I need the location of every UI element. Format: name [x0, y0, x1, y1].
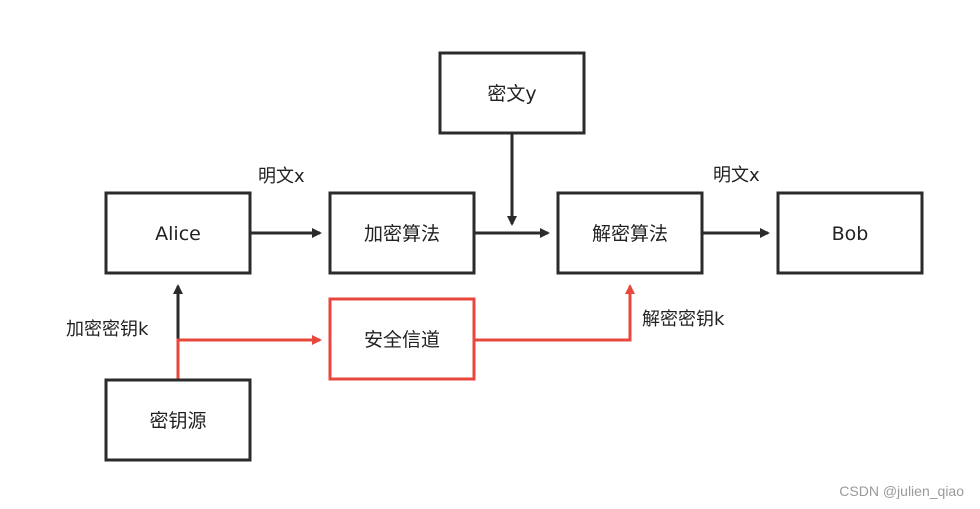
node-bob: Bob: [776, 191, 924, 275]
node-key-source: 密钥源: [104, 378, 252, 462]
node-decrypt-algo-label: 解密算法: [592, 223, 668, 245]
node-ciphertext-label: 密文y: [487, 83, 536, 105]
label-encrypt-key: 加密密钥k: [66, 319, 149, 340]
node-secure-channel: 安全信道: [328, 297, 476, 381]
node-alice: Alice: [104, 191, 252, 275]
node-ciphertext: 密文y: [438, 51, 586, 135]
node-bob-label: Bob: [832, 223, 869, 245]
node-encrypt-algo-label: 加密算法: [364, 223, 440, 245]
node-decrypt-algo-box: [556, 191, 704, 275]
watermark: CSDN @julien_qiao: [839, 483, 964, 499]
node-encrypt-algo-box: [328, 191, 476, 275]
label-decrypt-key: 解密密钥k: [642, 309, 725, 330]
node-decrypt-algo: 解密算法: [556, 191, 704, 275]
label-plaintext-left: 明文x: [258, 166, 305, 187]
node-secure-channel-box: [328, 297, 476, 381]
node-key-source-box: [104, 378, 252, 462]
node-alice-box: [104, 191, 252, 275]
node-key-source-label: 密钥源: [149, 410, 206, 432]
label-plaintext-right: 明文x: [713, 165, 760, 186]
node-secure-channel-label: 安全信道: [364, 329, 440, 351]
node-bob-box: [776, 191, 924, 275]
node-encrypt-algo: 加密算法: [328, 191, 476, 275]
red-arrows: [176, 284, 635, 380]
arrow-keysource-to-secure-channel: [176, 335, 322, 380]
node-ciphertext-box: [438, 51, 586, 135]
arrow-secure-channel-to-decrypt: [474, 284, 635, 342]
node-alice-label: Alice: [155, 223, 201, 245]
